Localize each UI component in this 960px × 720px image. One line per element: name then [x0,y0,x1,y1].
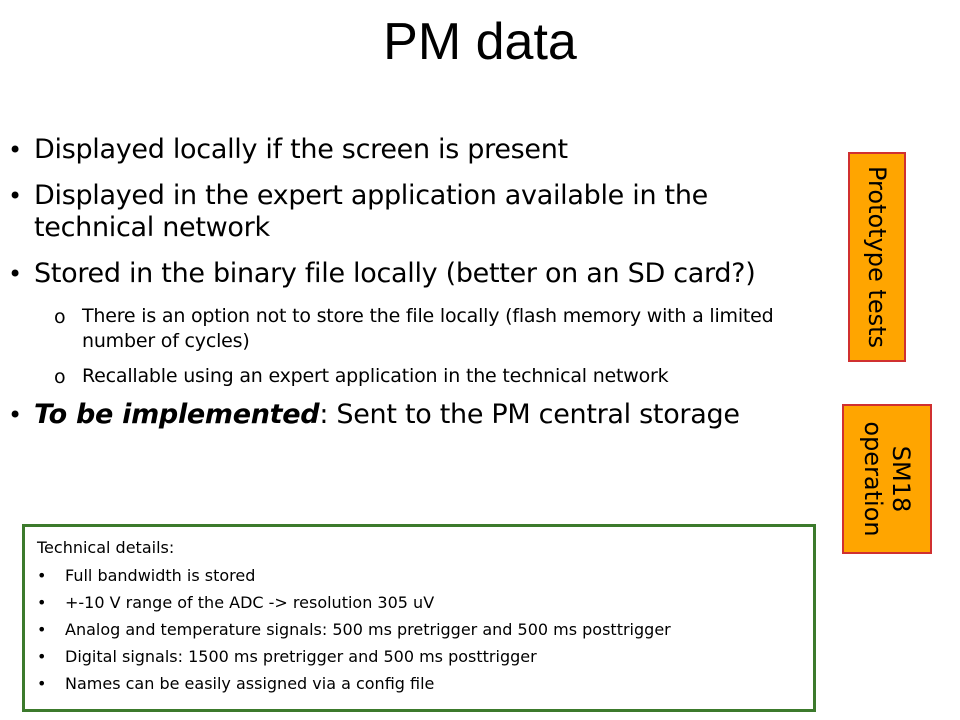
bullet-item: • Displayed in the expert application av… [8,180,834,244]
bullet-dot-icon: • [37,647,47,666]
technical-detail-item: • Full bandwidth is stored [37,565,803,587]
technical-detail-text: Digital signals: 1500 ms pretrigger and … [65,647,537,666]
operation-line: operation [859,421,887,537]
sub-bullet-item: o Recallable using an expert application… [34,364,834,389]
technical-details-box: Technical details: • Full bandwidth is s… [22,524,816,712]
bullet-item: • Displayed locally if the screen is pre… [8,134,834,166]
sub-bullet-text: There is an option not to store the file… [82,305,774,352]
sub-bullet-ring-icon: o [54,366,66,388]
slide-title: PM data [383,13,577,71]
technical-detail-item: • Analog and temperature signals: 500 ms… [37,619,803,641]
bullet-dot-icon: • [37,566,47,585]
prototype-tests-text: Prototype tests [863,165,891,349]
technical-detail-text: Names can be easily assigned via a confi… [65,674,435,693]
sm18-operation-label: SM18 operation [842,404,932,554]
bullet-dot-icon: • [37,593,47,612]
bullet-dot-icon: • [8,136,22,164]
bullet-text: Displayed locally if the screen is prese… [34,134,568,165]
sm18-line: SM18 [887,445,915,513]
bullet-text: : Sent to the PM central storage [319,399,740,430]
technical-detail-text: +-10 V range of the ADC -> resolution 30… [65,593,435,612]
technical-detail-text: Full bandwidth is stored [65,566,256,585]
technical-detail-item: • Names can be easily assigned via a con… [37,673,803,695]
bullet-item: • To be implemented: Sent to the PM cent… [8,399,834,431]
sm18-operation-text: SM18 operation [859,421,915,536]
bullet-text: Displayed in the expert application avai… [34,180,708,243]
sub-bullet-ring-icon: o [54,306,66,328]
technical-detail-item: • +-10 V range of the ADC -> resolution … [37,592,803,614]
bullet-dot-icon: • [37,674,47,693]
technical-detail-item: • Digital signals: 1500 ms pretrigger an… [37,646,803,668]
technical-details-heading: Technical details: [37,538,175,557]
bullet-emphasis: To be implemented [34,399,320,430]
bullet-list: • Displayed locally if the screen is pre… [8,134,834,445]
sub-bullet-text: Recallable using an expert application i… [82,365,669,387]
prototype-tests-label: Prototype tests [848,152,906,362]
bullet-dot-icon: • [8,260,22,288]
bullet-text: Stored in the binary file locally (bette… [34,258,756,289]
bullet-item: • Stored in the binary file locally (bet… [8,258,834,290]
technical-detail-text: Analog and temperature signals: 500 ms p… [65,620,671,639]
bullet-dot-icon: • [8,182,22,210]
sub-bullet-item: o There is an option not to store the fi… [34,304,834,354]
bullet-dot-icon: • [8,401,22,429]
bullet-dot-icon: • [37,620,47,639]
